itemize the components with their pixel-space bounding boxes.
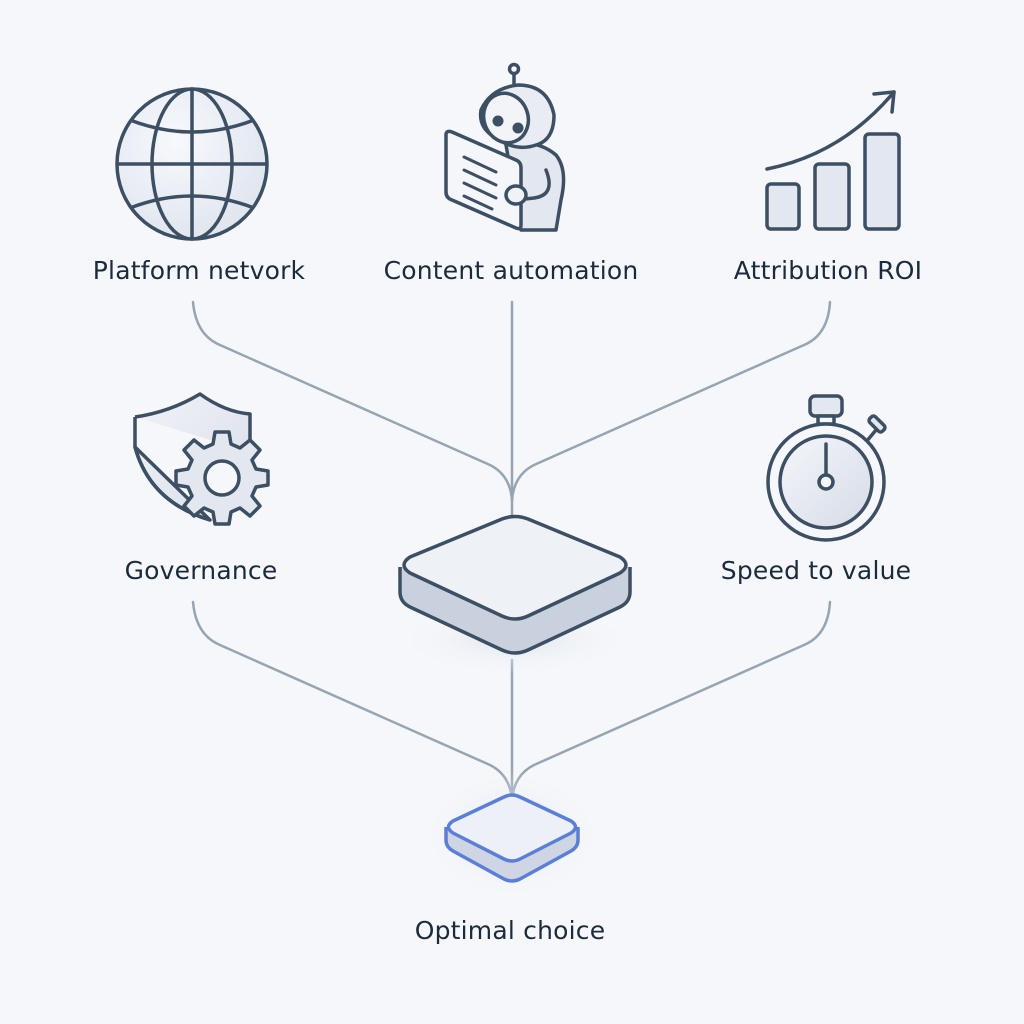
stopwatch-icon	[764, 392, 894, 542]
label-governance: Governance	[124, 556, 278, 585]
label-content-automation: Content automation	[383, 256, 639, 285]
shield-gear-icon	[130, 392, 280, 532]
connector-attribution-to-hub	[510, 300, 832, 502]
label-optimal-choice: Optimal choice	[414, 916, 606, 945]
growth-chart-icon	[762, 84, 912, 234]
highlighted-block-icon	[420, 770, 604, 910]
label-platform-network: Platform netvork	[92, 256, 306, 285]
robot-document-icon	[436, 60, 576, 235]
platform-block-icon	[390, 510, 640, 680]
label-speed-to-value: Speed to value	[720, 556, 912, 585]
label-attribution-roi: Attribution ROI	[733, 256, 923, 285]
globe-icon	[112, 84, 272, 244]
connector-platform-to-hub	[191, 300, 514, 502]
